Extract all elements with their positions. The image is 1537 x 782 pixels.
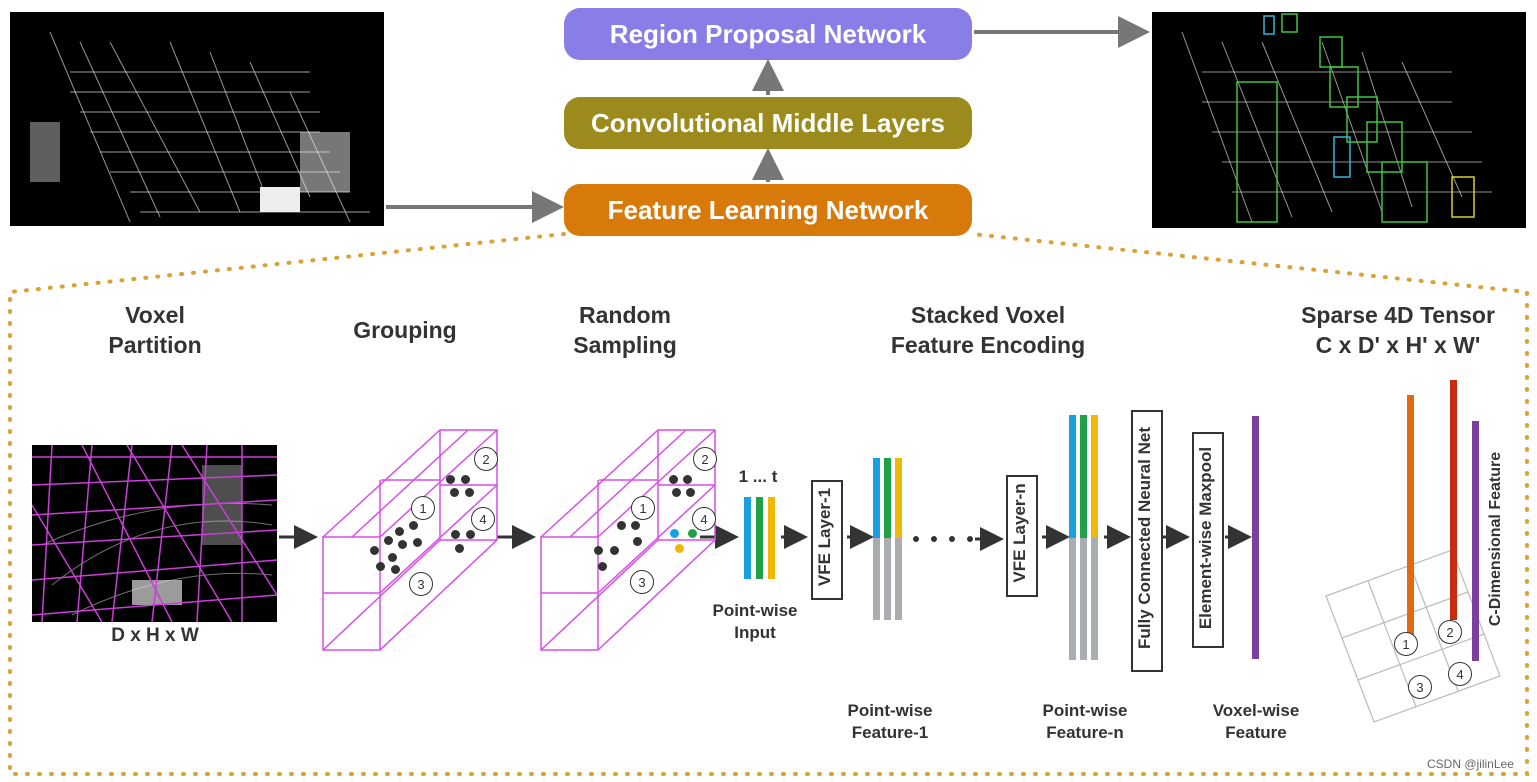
sampling-circle-2: 2 bbox=[693, 447, 717, 471]
sampling-circle-4: 4 bbox=[692, 507, 716, 531]
title-voxel-partition: Voxel Partition bbox=[108, 302, 202, 358]
tensor-bar-orange bbox=[1407, 395, 1414, 635]
pointwise-feature-n-label: Point-wise Feature-n bbox=[1042, 701, 1128, 742]
vfe-layer-1-label: VFE Layer-1 bbox=[815, 487, 834, 587]
point-cloud-render bbox=[30, 31, 370, 223]
rpn-box: Region Proposal Network bbox=[564, 8, 972, 60]
cml-label: Convolutional Middle Layers bbox=[591, 107, 945, 138]
input-bar-blue bbox=[744, 497, 751, 579]
title-svfe: Stacked Voxel Feature Encoding bbox=[890, 302, 1086, 358]
tensor-circle-4: 4 bbox=[1448, 662, 1472, 686]
grouping-voxel-grid bbox=[322, 429, 498, 651]
vfe-layer-1-box bbox=[811, 480, 843, 600]
tensor-bar-red bbox=[1450, 380, 1457, 620]
one-to-t-label: 1 ... t bbox=[738, 467, 778, 486]
expansion-dotted-outline bbox=[8, 232, 1529, 776]
grouping-circle-2: 2 bbox=[474, 447, 498, 471]
fcn-label: Fully Connected Neural Net bbox=[1135, 427, 1154, 649]
sampling-circle-1: 1 bbox=[631, 496, 655, 520]
rpn-label: Region Proposal Network bbox=[609, 18, 927, 49]
title-sparse-tensor: Sparse 4D Tensor C x D' x H' x W' bbox=[1301, 302, 1495, 358]
voxel-partition-render bbox=[32, 445, 277, 622]
fln-label: Feature Learning Network bbox=[607, 194, 929, 225]
grouping-circle-4: 4 bbox=[471, 507, 495, 531]
detection-render bbox=[1181, 13, 1492, 223]
watermark: CSDN @jilinLee bbox=[1427, 757, 1514, 771]
tensor-circle-2: 2 bbox=[1438, 620, 1462, 644]
title-grouping: Grouping bbox=[353, 317, 457, 343]
fln-box: Feature Learning Network bbox=[564, 184, 972, 236]
pointwise-input-label: Point-wise Input bbox=[712, 601, 798, 642]
sampling-voxel-grid bbox=[540, 429, 716, 651]
tensor-circle-3: 3 bbox=[1408, 675, 1432, 699]
tensor-bar-purple bbox=[1472, 421, 1479, 661]
cml-box: Convolutional Middle Layers bbox=[564, 97, 972, 149]
sampling-circle-3: 3 bbox=[630, 570, 654, 594]
grouping-circle-3: 3 bbox=[409, 572, 433, 596]
input-bar-green bbox=[756, 497, 763, 579]
cdim-feature-label: C-Dimensional Feature bbox=[1487, 451, 1504, 627]
ellipsis-dots bbox=[913, 536, 973, 542]
vfe-layer-n-box bbox=[1006, 475, 1038, 597]
voxelwise-feature-label: Voxel-wise Feature bbox=[1212, 701, 1300, 742]
input-bar-yellow bbox=[768, 497, 775, 579]
tensor-circle-1: 1 bbox=[1394, 632, 1418, 656]
grouping-circle-1: 1 bbox=[411, 496, 435, 520]
input-point-cloud-image bbox=[10, 12, 384, 226]
voxel-partition-image bbox=[32, 445, 277, 622]
title-random-sampling: Random Sampling bbox=[573, 302, 677, 358]
pointwise-feature-1-label: Point-wise Feature-1 bbox=[847, 701, 933, 742]
maxpool-box bbox=[1192, 432, 1224, 648]
voxelwise-feature-bar bbox=[1252, 416, 1259, 659]
maxpool-label: Element-wise Maxpool bbox=[1196, 446, 1215, 630]
detection-output-image bbox=[1152, 12, 1526, 228]
dhw-label: D x H x W bbox=[111, 625, 199, 646]
fcn-box bbox=[1131, 410, 1163, 672]
vfe-layer-n-label: VFE Layer-n bbox=[1010, 483, 1029, 583]
